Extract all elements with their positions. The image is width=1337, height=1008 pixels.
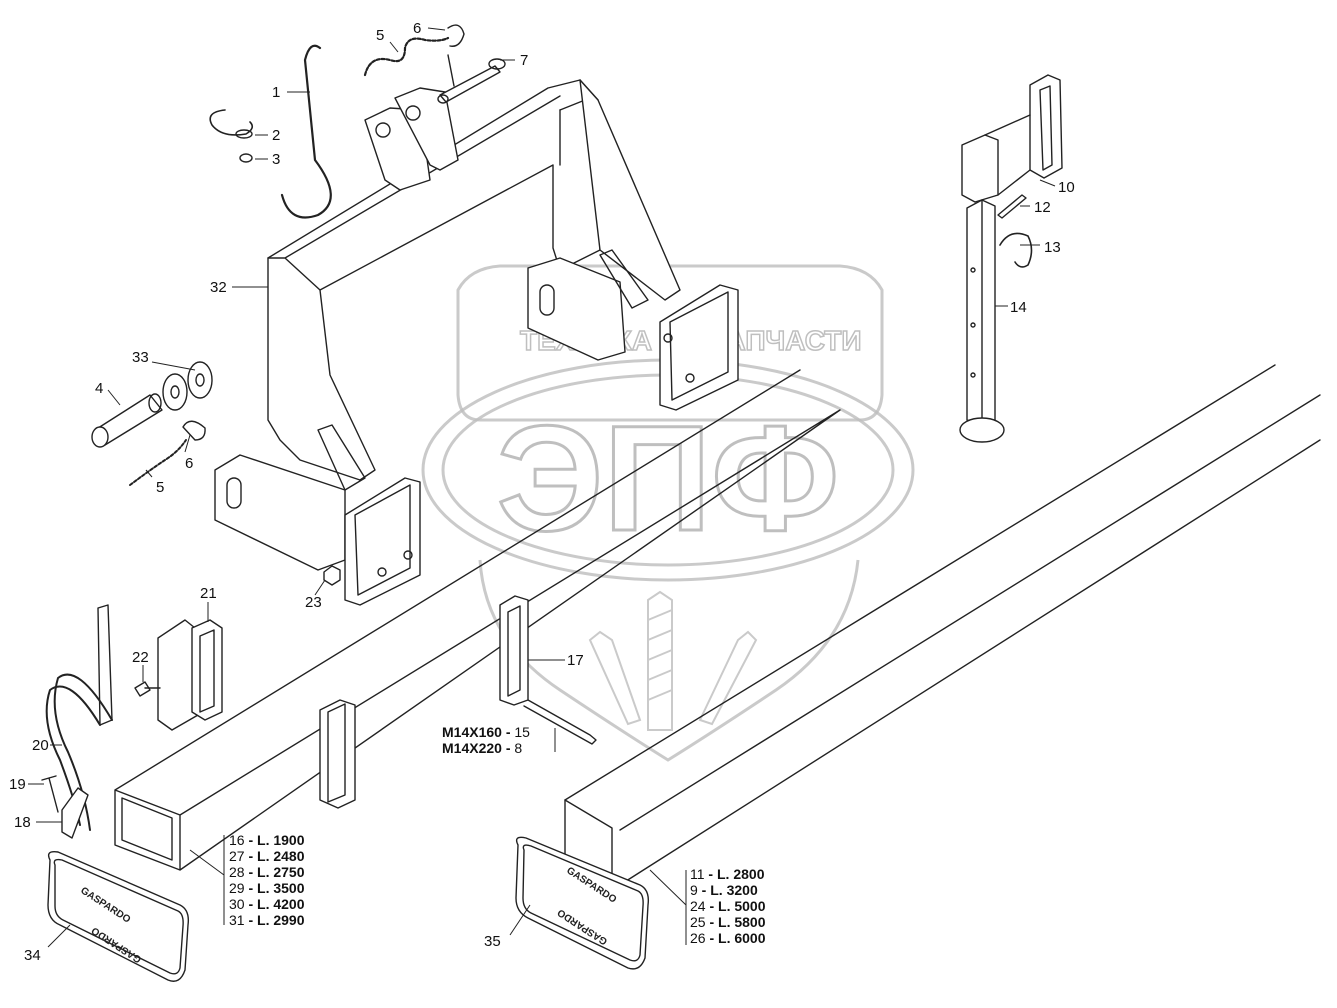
callout-6-left: 6: [185, 455, 193, 472]
beam-length-row: 25 - L. 5800: [690, 914, 766, 930]
washer-3: [239, 153, 253, 163]
beam-length-row: 26 - L. 6000: [690, 930, 766, 946]
leader-lines: [28, 27, 1056, 948]
reflector-plate-34: GASPARDO GASPARDO: [47, 850, 190, 982]
callout-10: 10: [1058, 179, 1075, 196]
beam-length-row: 28 - L. 2750: [229, 864, 305, 880]
r-clip-13: [999, 232, 1033, 268]
hook-part-1: [280, 44, 332, 219]
pin-12: [997, 194, 1027, 219]
callout-3: 3: [272, 151, 280, 168]
beam-length-row: 30 - L. 4200: [229, 896, 305, 912]
callout-18: 18: [14, 814, 31, 831]
beam-length-row: 27 - L. 2480: [229, 848, 305, 864]
callout-4: 4: [95, 380, 103, 397]
callout-labels: 1 2 3 5 6 7 32 33 4 6 5 10 12 13 14 17 2…: [9, 20, 1075, 964]
main-frame: [214, 79, 739, 606]
right-beam: [564, 364, 1321, 891]
callout-1: 1: [272, 84, 280, 101]
bracket-17: [499, 595, 529, 706]
beam-length-row: 29 - L. 3500: [229, 880, 305, 896]
callout-5-top: 5: [376, 27, 384, 44]
chain-top-5: [363, 36, 450, 77]
linch-pin-top-6: [447, 24, 465, 87]
stand-leg-14: [959, 199, 1005, 443]
callout-17: 17: [567, 652, 584, 669]
bolt-spec-list: M14X160 - 15 M14X220 - 8: [442, 724, 530, 756]
bolt-spec-row: M14X160 - 15: [442, 724, 530, 740]
linch-pin-left-6: [182, 420, 206, 441]
spring-clip-2: [209, 109, 254, 139]
callout-34: 34: [24, 947, 41, 964]
stand-bracket-10: [961, 74, 1063, 203]
callout-12: 12: [1034, 199, 1051, 216]
callout-32: 32: [210, 279, 227, 296]
bolt-22: [134, 681, 161, 697]
callout-22: 22: [132, 649, 149, 666]
callout-13: 13: [1044, 239, 1061, 256]
beam-clamp: [319, 699, 356, 809]
bolt-spec-row: M14X220 - 8: [442, 740, 522, 756]
washer-set-33: [162, 361, 213, 411]
beam-lengths-left: 16 - L. 1900 27 - L. 2480 28 - L. 2750 2…: [229, 832, 305, 928]
clamp-21: [157, 619, 223, 731]
reflector-plate-35: GASPARDO GASPARDO: [515, 836, 650, 970]
beam-length-row: 16 - L. 1900: [229, 832, 305, 848]
beam-length-row: 24 - L. 5000: [690, 898, 766, 914]
callout-7: 7: [520, 52, 528, 69]
beam-lengths-right: 11 - L. 2800 9 - L. 3200 24 - L. 5000 25…: [690, 866, 766, 946]
point-18: [61, 787, 89, 839]
watermark-big-text: ЭПФ: [497, 394, 840, 562]
callout-6-top: 6: [413, 20, 421, 37]
callout-35: 35: [484, 933, 501, 950]
bolt-15-8: [523, 699, 597, 745]
chain-left-5: [129, 439, 187, 486]
pin-top-7: [437, 58, 506, 104]
callout-21: 21: [200, 585, 217, 602]
callout-19: 19: [9, 776, 26, 793]
callout-5-left: 5: [156, 479, 164, 496]
callout-14: 14: [1010, 299, 1027, 316]
callout-33: 33: [132, 349, 149, 366]
beam-length-row: 9 - L. 3200: [690, 882, 758, 898]
bolt-19: [41, 775, 59, 813]
pin-left-4: [91, 393, 163, 448]
callout-2: 2: [272, 127, 280, 144]
beam-length-row: 31 - L. 2990: [229, 912, 305, 928]
callout-20: 20: [32, 737, 49, 754]
beam-length-row: 11 - L. 2800: [690, 866, 765, 882]
callout-23: 23: [305, 594, 322, 611]
